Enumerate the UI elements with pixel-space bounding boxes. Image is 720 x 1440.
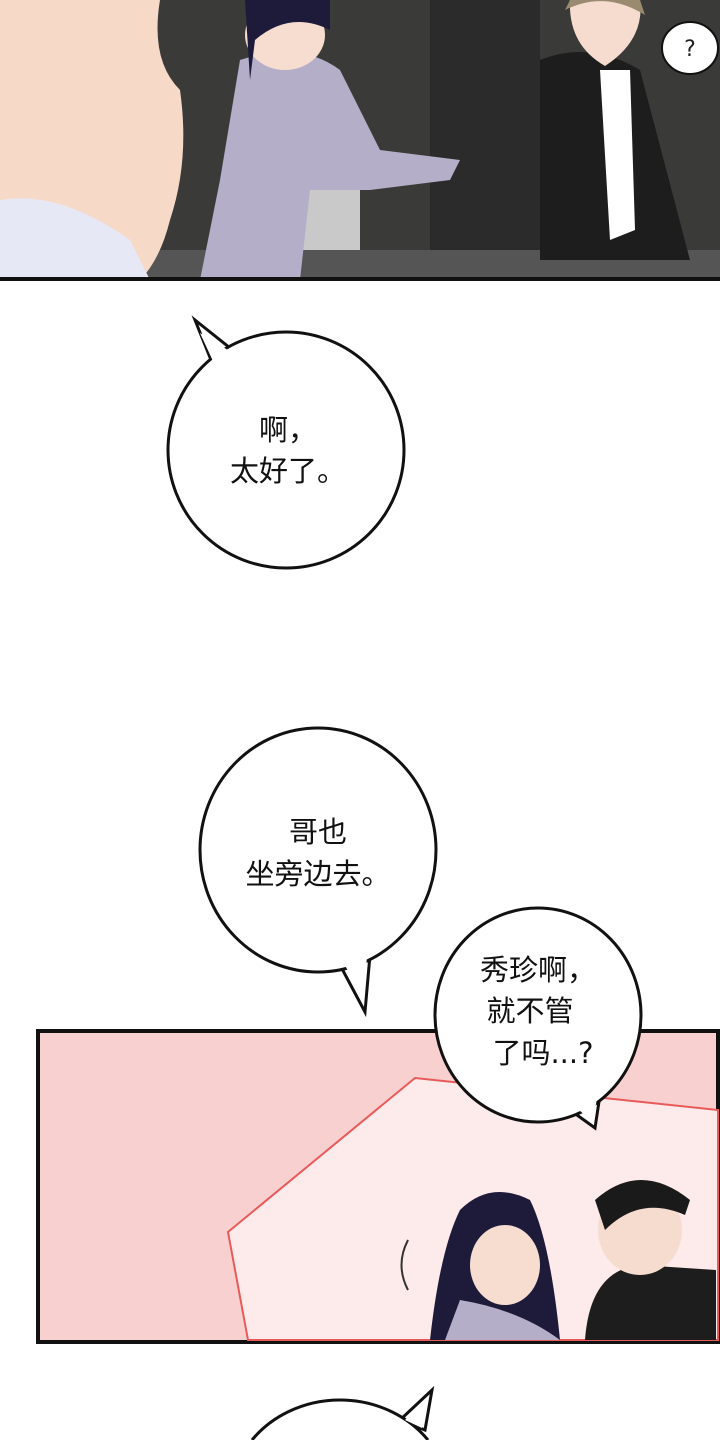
question-mark-text: ? (684, 37, 696, 62)
speech-bubble-4-partial (250, 1385, 435, 1440)
bubble-1-line-1: 啊， (259, 413, 317, 447)
top-panel: ? (0, 0, 720, 281)
speech-bubble-1: 啊， 太好了。 (166, 315, 406, 570)
bubble-2-line-1: 哥也 (289, 815, 347, 849)
speech-bubble-3: 秀珍啊， 就不管 了吗...? (433, 906, 643, 1131)
bubble-2-line-2: 坐旁边去。 (245, 857, 390, 891)
bubble-3-line-2: 就不管 (486, 994, 573, 1028)
speech-bubble-2: 哥也 坐旁边去。 (198, 726, 438, 1018)
bubble-3-line-1: 秀珍啊， (480, 953, 596, 987)
foreground-character-shirt (0, 198, 150, 280)
woman-character (200, 52, 460, 280)
question-bubble: ? (661, 21, 719, 75)
man-character-small (585, 1265, 716, 1340)
motion-lines (400, 1239, 409, 1291)
bubble-1-line-2: 太好了。 (230, 454, 346, 488)
bubble-3-line-3: 了吗...? (492, 1036, 593, 1070)
